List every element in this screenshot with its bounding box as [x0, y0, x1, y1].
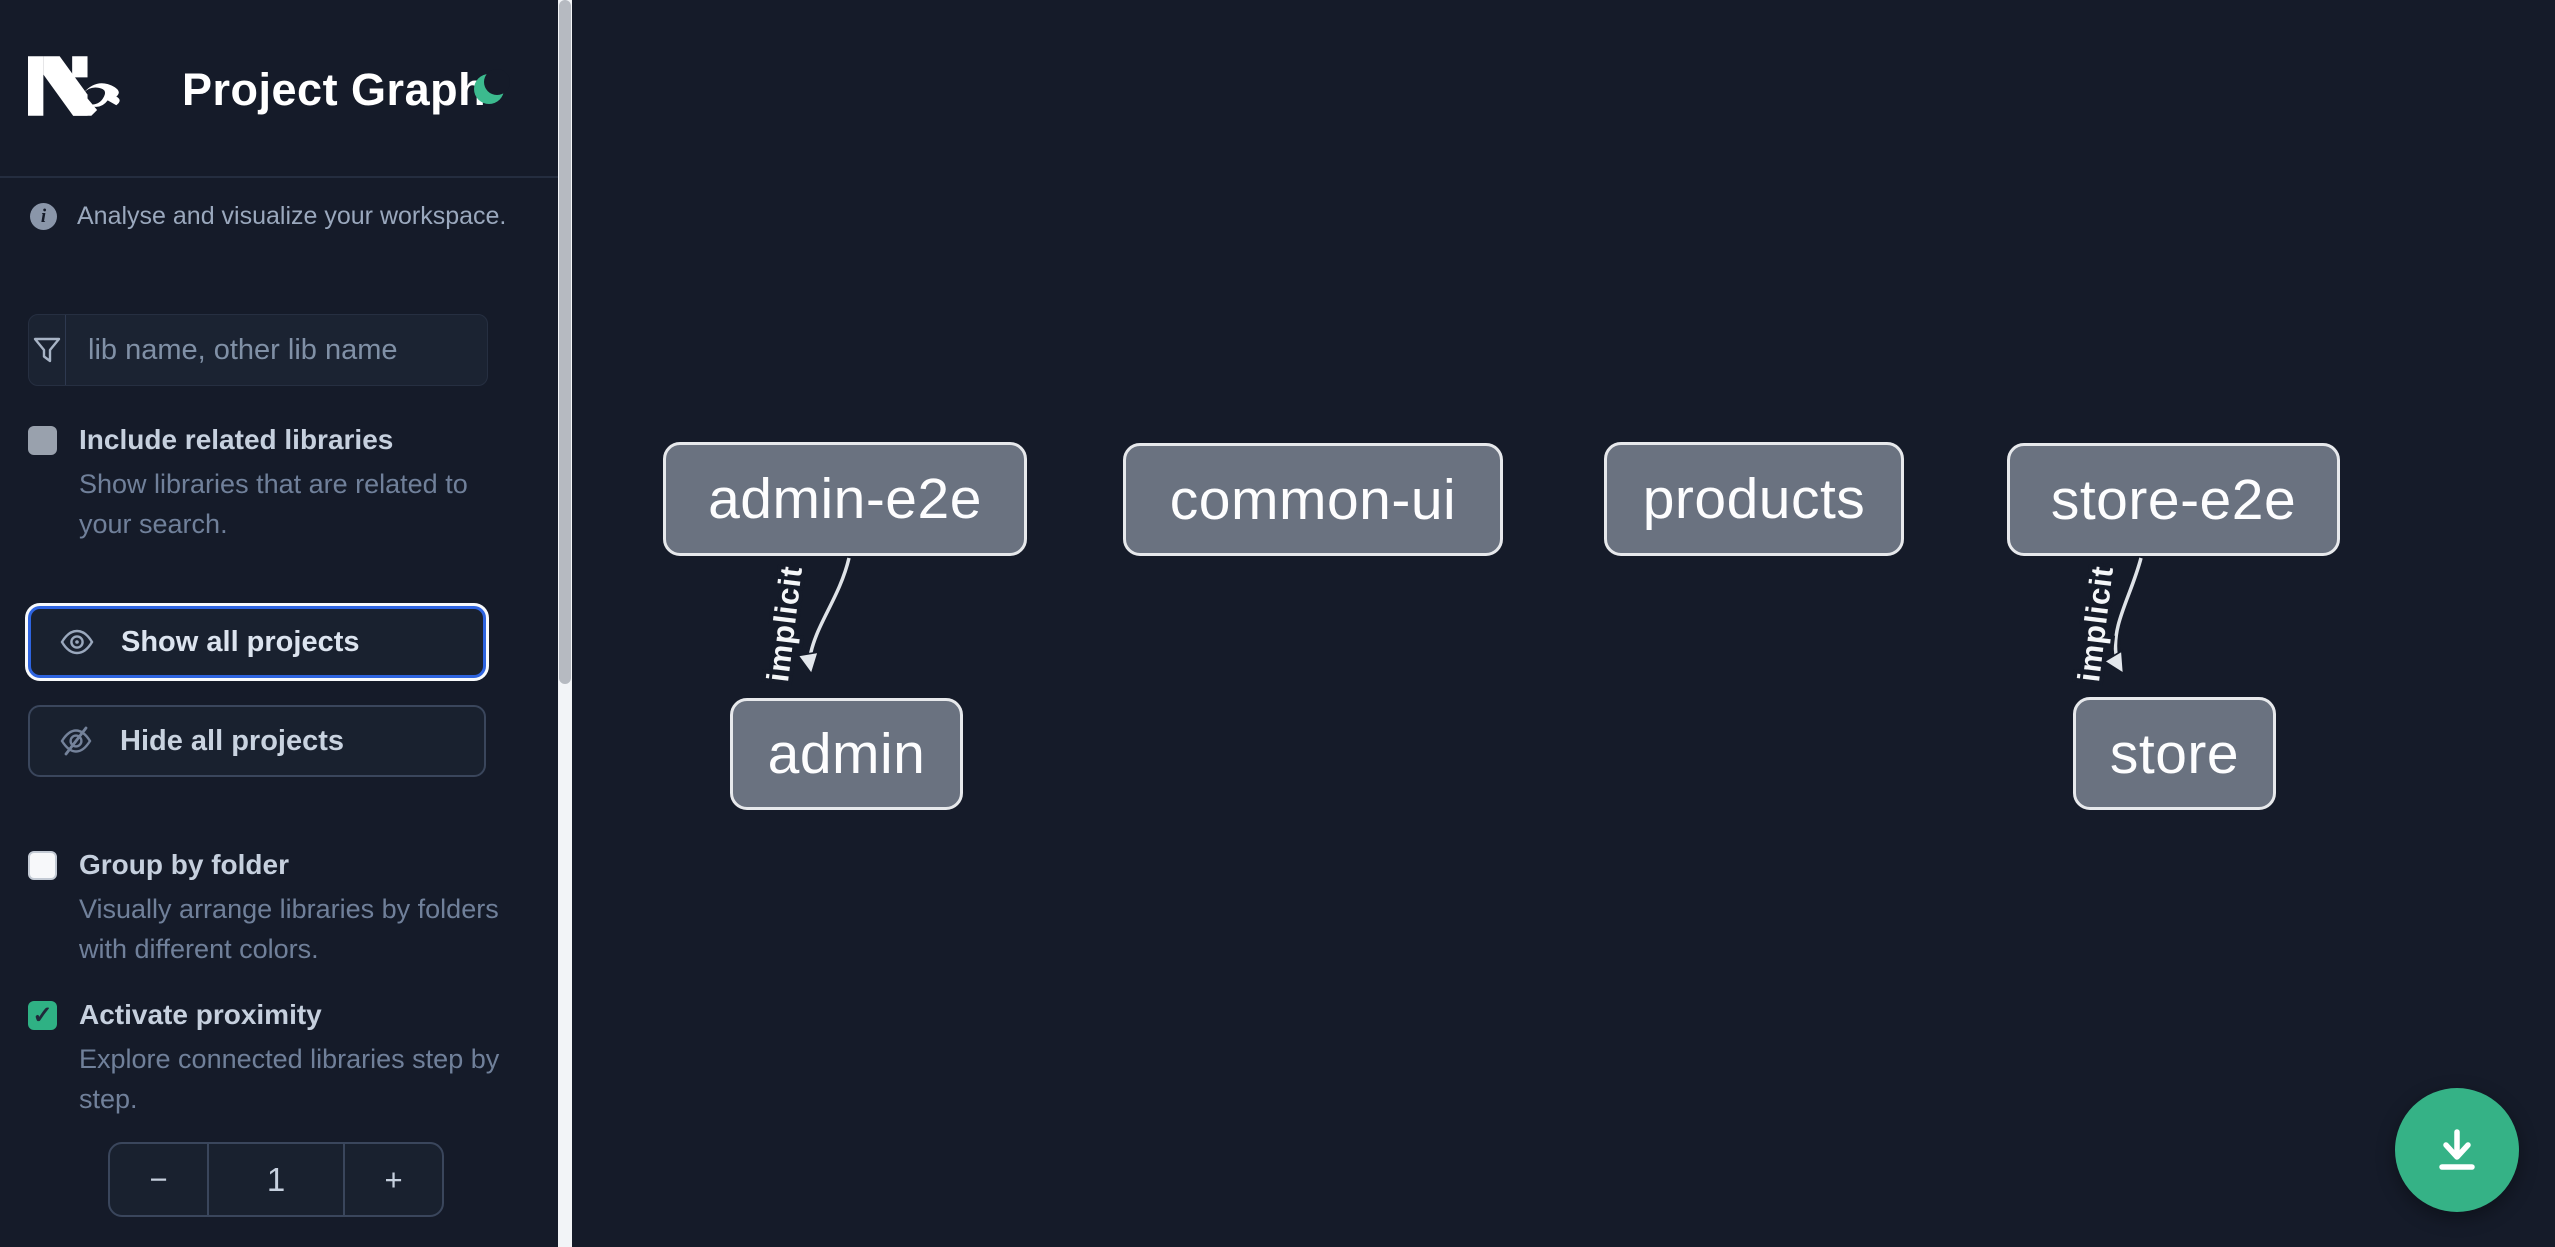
hide-all-projects-button[interactable]: Hide all projects	[28, 705, 486, 777]
group-by-folder-checkbox[interactable]	[28, 851, 57, 880]
graph-node-admin[interactable]: admin	[730, 698, 963, 810]
option-include-related: Include related libraries Show libraries…	[28, 424, 507, 544]
option-description: Show libraries that are related to your …	[79, 469, 468, 539]
activate-proximity-checkbox[interactable]: ✓	[28, 1001, 57, 1030]
nx-logo	[28, 56, 120, 116]
graph-node-common-ui[interactable]: common-ui	[1123, 443, 1503, 556]
info-text: Analyse and visualize your workspace.	[77, 202, 507, 230]
include-related-checkbox[interactable]	[28, 426, 57, 455]
option-title: Include related libraries	[79, 424, 394, 455]
download-button[interactable]	[2395, 1088, 2519, 1212]
filter-icon-cell	[29, 315, 66, 385]
proximity-depth-value: 1	[207, 1144, 345, 1215]
option-title: Group by folder	[79, 849, 289, 880]
graph-node-store-e2e[interactable]: store-e2e	[2007, 443, 2340, 556]
hide-all-projects-label: Hide all projects	[120, 724, 345, 757]
filter-input[interactable]	[66, 315, 487, 385]
moon-icon[interactable]	[470, 68, 510, 108]
increment-button[interactable]: +	[384, 1161, 403, 1197]
proximity-stepper: − 1 +	[108, 1142, 444, 1217]
option-description: Visually arrange libraries by folders wi…	[79, 894, 499, 964]
eye-icon	[60, 629, 94, 655]
download-icon	[2439, 1129, 2475, 1170]
option-description: Explore connected libraries step by step…	[79, 1044, 500, 1114]
sidebar: Project Graph i Analyse and visualize yo…	[0, 0, 558, 1247]
funnel-icon	[33, 337, 61, 363]
option-activate-proximity: ✓ Activate proximity Explore connected l…	[28, 999, 507, 1119]
decrement-button[interactable]: −	[149, 1161, 168, 1197]
sidebar-header: Project Graph	[0, 0, 558, 178]
show-all-projects-button[interactable]: Show all projects	[28, 606, 486, 678]
option-title: Activate proximity	[79, 999, 322, 1030]
graph-node-products[interactable]: products	[1604, 442, 1904, 556]
info-icon: i	[30, 203, 57, 230]
workspace-info: i Analyse and visualize your workspace.	[30, 202, 506, 231]
filter-box	[28, 314, 488, 386]
show-all-projects-label: Show all projects	[121, 625, 360, 658]
graph-node-admin-e2e[interactable]: admin-e2e	[663, 442, 1027, 556]
graph-node-store[interactable]: store	[2073, 697, 2276, 810]
eye-slash-icon	[60, 726, 92, 756]
graph-canvas[interactable]	[572, 0, 2555, 1247]
page-title: Project Graph	[182, 64, 487, 115]
option-group-by-folder: Group by folder Visually arrange librari…	[28, 849, 507, 969]
scrollbar-thumb[interactable]	[559, 0, 571, 684]
header-divider	[0, 176, 558, 178]
checkmark-glyph: ✓	[32, 1001, 53, 1029]
sidebar-scrollbar[interactable]	[558, 0, 572, 1247]
